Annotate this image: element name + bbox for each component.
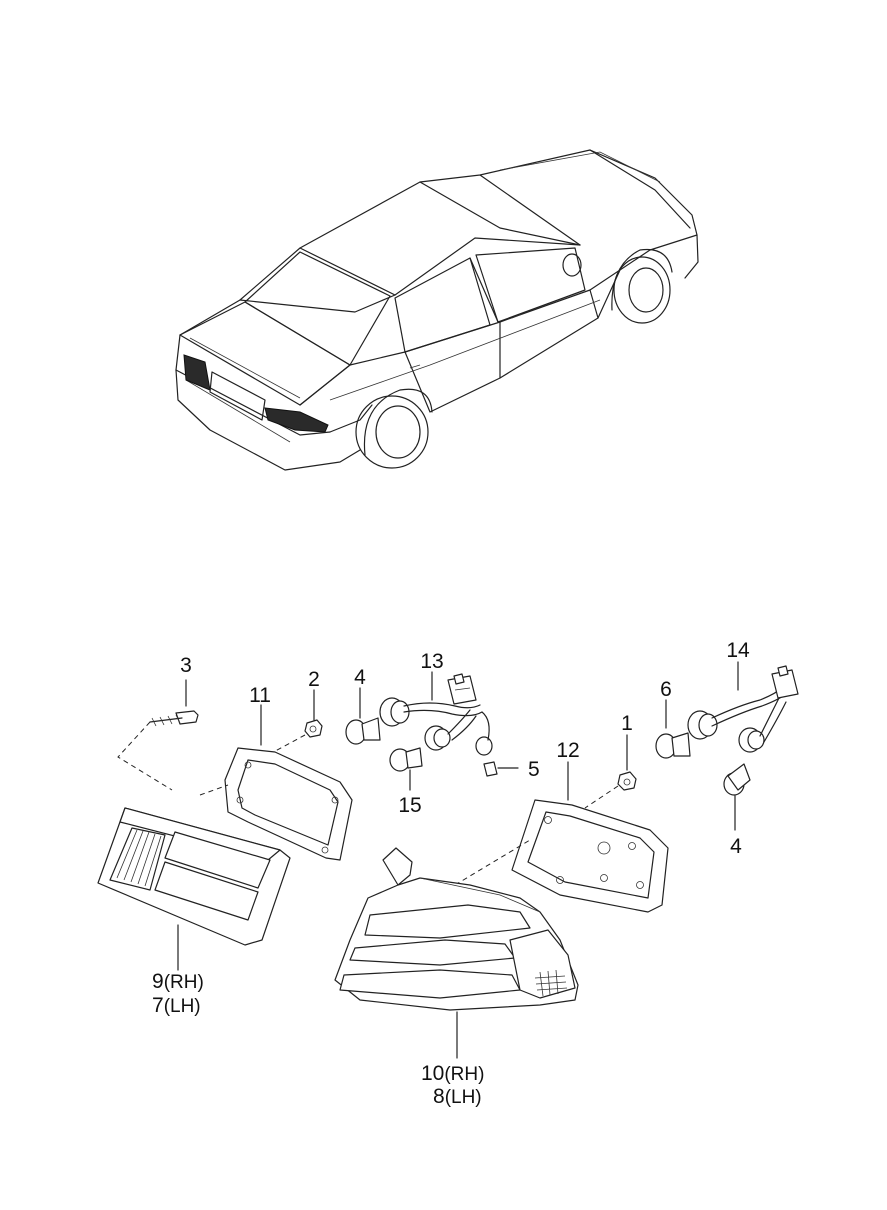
callout-7-side: (LH) [164,996,201,1017]
callout-6: 6 [660,678,672,701]
callout-8-side: (LH) [445,1087,482,1108]
bulb-part-6 [655,699,691,759]
gasket-part-12 [511,761,669,913]
callout-9-rh: 9(RH) [152,970,204,993]
bulb-part-5 [483,761,519,777]
gasket-part-11 [224,704,353,861]
callout-10-rh: 10(RH) [421,1062,484,1085]
callout-10: 10 [421,1062,444,1085]
callout-13: 13 [420,650,443,673]
gasket-right-guide-line [454,839,531,886]
callout-2: 2 [308,668,320,691]
car-illustration [175,149,699,471]
callout-7: 7 [152,994,164,1017]
nut-right-guide-line [584,785,619,809]
inner-lamp-part-9-7 [97,807,291,971]
nut-part-2 [304,689,323,738]
callout-4-left: 4 [354,666,366,689]
callout-8: 8 [433,1085,445,1108]
screw-part-3 [149,679,199,727]
callout-4-right: 4 [730,835,742,858]
bulb-part-4-right [723,763,751,831]
harness-part-14 [687,661,799,753]
callout-3: 3 [180,654,192,677]
bulb-part-4-left [345,687,381,745]
callout-10-side: (RH) [444,1064,484,1085]
harness-part-13 [379,671,493,756]
gasket-guide-line [199,784,229,796]
callout-5: 5 [528,758,540,781]
callout-9-side: (RH) [164,972,204,993]
callout-11: 11 [249,684,271,707]
callout-12: 12 [556,739,579,762]
screw-guide-line [117,721,173,791]
callout-15: 15 [398,794,421,817]
callout-1: 1 [621,712,633,735]
callout-14: 14 [726,639,750,662]
outer-lamp-part-10-8 [334,847,579,1059]
callout-7-lh: 7(LH) [152,994,201,1017]
nut-part-1 [617,734,637,791]
bulb-part-15 [389,747,423,791]
callout-9: 9 [152,970,164,993]
callout-8-lh: 8(LH) [433,1085,482,1108]
